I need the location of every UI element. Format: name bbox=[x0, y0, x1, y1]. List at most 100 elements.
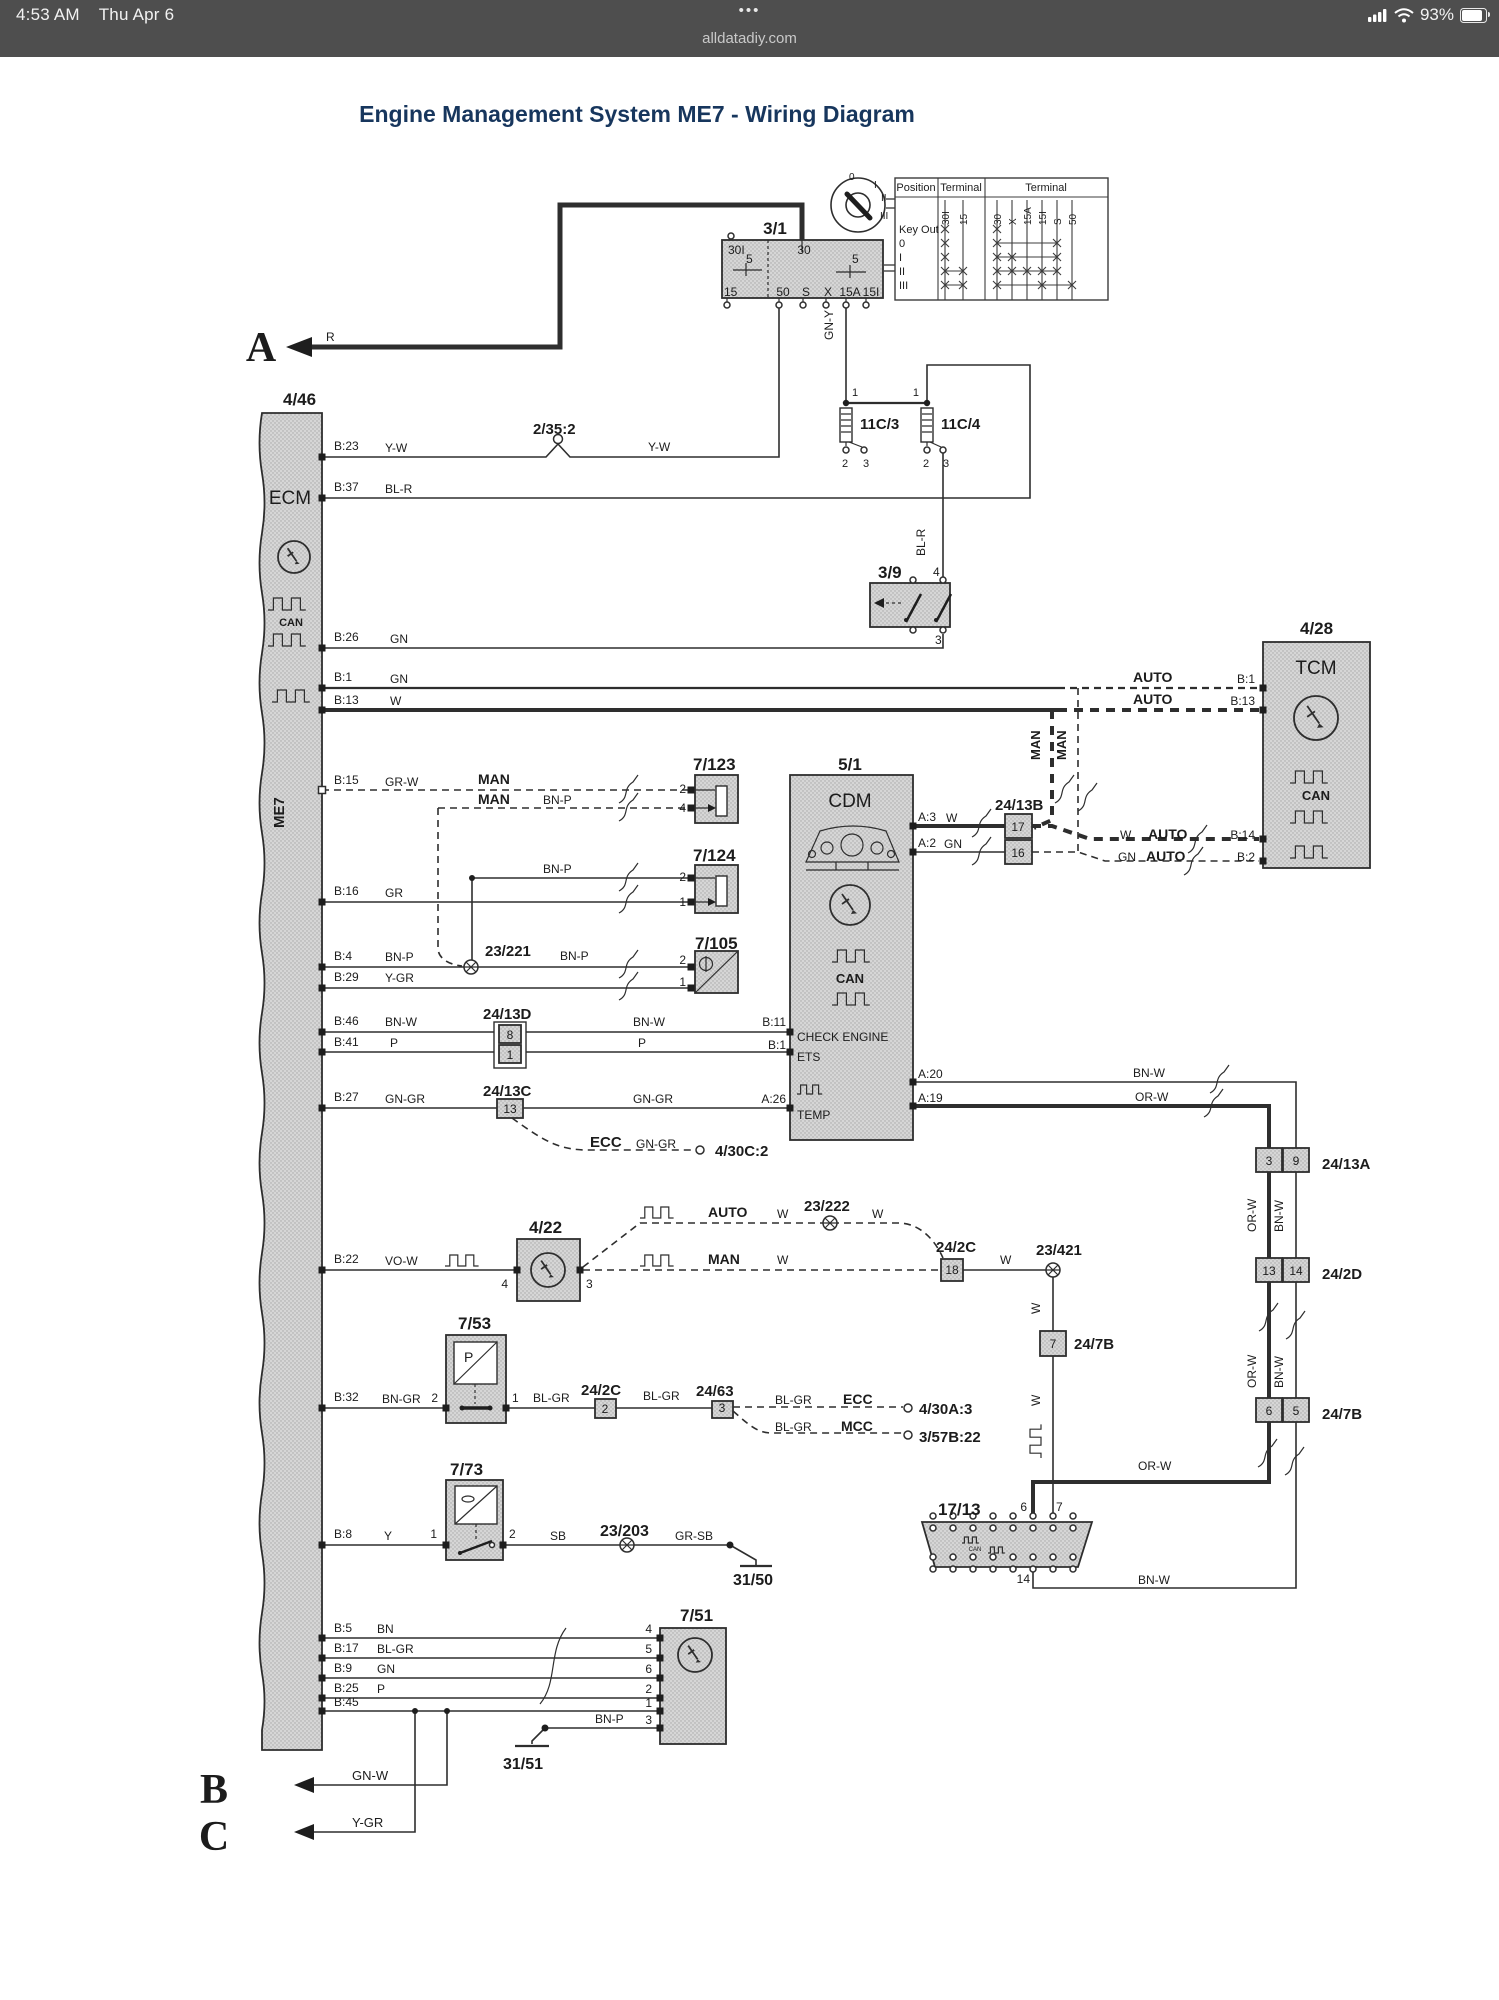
table-terminal-label: 15A bbox=[1023, 207, 1034, 225]
battery-percent: 93% bbox=[1419, 5, 1454, 24]
diagram-label: B:41 bbox=[334, 1035, 359, 1049]
harness-break-icon bbox=[618, 862, 639, 892]
diagram-label: OR-W bbox=[1138, 1459, 1172, 1473]
diagram-label: 0 bbox=[849, 172, 855, 183]
ref-arrow-a-label: A bbox=[246, 325, 277, 371]
connector-2-35-2-id: 2/35:2 bbox=[533, 421, 576, 438]
wire-gn-auto-tcm bbox=[1032, 851, 1259, 862]
k-glyph bbox=[1306, 705, 1321, 725]
address-bar-domain[interactable]: alldatadiy.com bbox=[702, 30, 797, 47]
switch-7-53-id: 7/53 bbox=[458, 1314, 491, 1333]
diagram-label: B:15 bbox=[334, 773, 359, 787]
diagram-label: 4 bbox=[933, 565, 940, 579]
harness-break-icon bbox=[1077, 782, 1098, 812]
diagram-label: B:32 bbox=[334, 1390, 359, 1404]
k-glyph bbox=[841, 893, 854, 911]
table-grid bbox=[895, 178, 1108, 300]
tcm-name: TCM bbox=[1295, 658, 1336, 679]
table-x-mark bbox=[992, 238, 1002, 248]
connector-24-2c-18-id: 24/2C bbox=[936, 1239, 976, 1256]
diagram-label: A:2 bbox=[918, 836, 936, 850]
splice-cross bbox=[1046, 1264, 1060, 1276]
harness-break-icon bbox=[539, 1627, 567, 1705]
diagram-label: B:1 bbox=[768, 1038, 786, 1052]
connector-24-13c bbox=[496, 1098, 524, 1119]
tcm-id: 4/28 bbox=[1300, 619, 1333, 638]
obd-pin bbox=[989, 1512, 997, 1520]
diagram-label: 3 bbox=[943, 458, 949, 470]
obd-pin bbox=[1049, 1565, 1057, 1573]
diagram-label: GN bbox=[377, 1662, 395, 1676]
harness-break-icon bbox=[618, 774, 639, 804]
diagram-label: 5 bbox=[645, 1642, 652, 1656]
ref-arrow-b-label: B bbox=[200, 1767, 228, 1813]
component-7-123-id: 7/123 bbox=[693, 755, 736, 774]
obd-pin bbox=[1009, 1512, 1017, 1520]
cdm-name: CDM bbox=[828, 791, 871, 812]
diagram-label: BN-W bbox=[1272, 1355, 1286, 1388]
connector-24-63 bbox=[711, 1400, 734, 1419]
diagram-label: 4 bbox=[679, 801, 686, 815]
obd-pin bbox=[1069, 1524, 1077, 1532]
k-glyph bbox=[687, 1645, 699, 1660]
square-wave-icon bbox=[272, 689, 310, 703]
diagram-label: Y-W bbox=[385, 441, 408, 455]
diagram-label: W bbox=[1120, 828, 1132, 842]
connector-24-13d bbox=[493, 1021, 527, 1069]
pin-square bbox=[687, 898, 695, 906]
connector-24-2d-id: 24/2D bbox=[1322, 1266, 1362, 1283]
ground-31-50-lead bbox=[729, 1544, 757, 1566]
diagram-label: B:37 bbox=[334, 480, 359, 494]
obd-pin bbox=[949, 1512, 957, 1520]
diagram-label: B:4 bbox=[334, 949, 352, 963]
pin-square bbox=[318, 1634, 326, 1642]
pin-square bbox=[1259, 835, 1267, 843]
diagram-label: GN-W bbox=[352, 1768, 389, 1783]
obd-pin bbox=[1069, 1512, 1077, 1520]
k-glyph bbox=[286, 547, 298, 562]
square-wave-icon bbox=[1290, 845, 1328, 859]
diagram-label: B:46 bbox=[334, 1014, 359, 1028]
ref-4-30a-3: 4/30A:3 bbox=[919, 1401, 972, 1418]
obd-pin bbox=[1029, 1565, 1037, 1573]
component-7-123 bbox=[694, 774, 739, 824]
diagram-label: 14 bbox=[1289, 1264, 1303, 1278]
obd-pin bbox=[929, 1524, 937, 1532]
diagram-label: BL-GR bbox=[775, 1420, 812, 1434]
square-wave-icon bbox=[1290, 810, 1328, 824]
arrow-b-head-icon bbox=[294, 1777, 314, 1793]
diagram-label: 1 bbox=[430, 1527, 437, 1541]
obd-pin bbox=[1049, 1553, 1057, 1561]
cellular-signal-icon bbox=[1367, 9, 1387, 22]
diagram-label: BN-P bbox=[543, 862, 572, 876]
diagram-label: 2 bbox=[923, 458, 929, 470]
pin-square bbox=[656, 1654, 664, 1662]
diagram-label: BL-R bbox=[385, 482, 413, 496]
diagram-label: W bbox=[1029, 1394, 1043, 1406]
connector-24-2d bbox=[1255, 1257, 1310, 1283]
diagram-label: 5 bbox=[1293, 1404, 1300, 1418]
table-terminal-label: 15 bbox=[959, 213, 970, 225]
diagram-label: Y-GR bbox=[385, 971, 414, 985]
diagram-label: BN-P bbox=[543, 793, 572, 807]
table-header-terminal-1: Terminal bbox=[940, 182, 982, 194]
diagram-label: MCC bbox=[841, 1418, 873, 1434]
signal-symbols bbox=[268, 597, 1328, 1705]
diagram-label: GN-GR bbox=[633, 1092, 673, 1106]
diagram-label: BL-R bbox=[914, 528, 928, 556]
diagram-label: B:25 bbox=[334, 1681, 359, 1695]
k-arrow bbox=[851, 910, 857, 914]
tab-overflow-icon[interactable]: ••• bbox=[738, 2, 761, 19]
component-7-124-id: 7/124 bbox=[693, 846, 736, 865]
wifi-icon bbox=[1394, 7, 1414, 22]
square-wave-icon bbox=[445, 1254, 479, 1267]
splice-23-421-id: 23/421 bbox=[1036, 1242, 1082, 1259]
diagram-label: A:20 bbox=[918, 1067, 943, 1081]
table-x-mark bbox=[1052, 238, 1062, 248]
table-row-label: III bbox=[899, 280, 908, 292]
diagram-label: B:14 bbox=[1230, 828, 1255, 842]
diagram-label: BN-W bbox=[633, 1015, 666, 1029]
diagram-label: BN bbox=[377, 1622, 394, 1636]
diagram-label: B:2 bbox=[1237, 850, 1255, 864]
diagram-label: 14 bbox=[1017, 1572, 1031, 1586]
